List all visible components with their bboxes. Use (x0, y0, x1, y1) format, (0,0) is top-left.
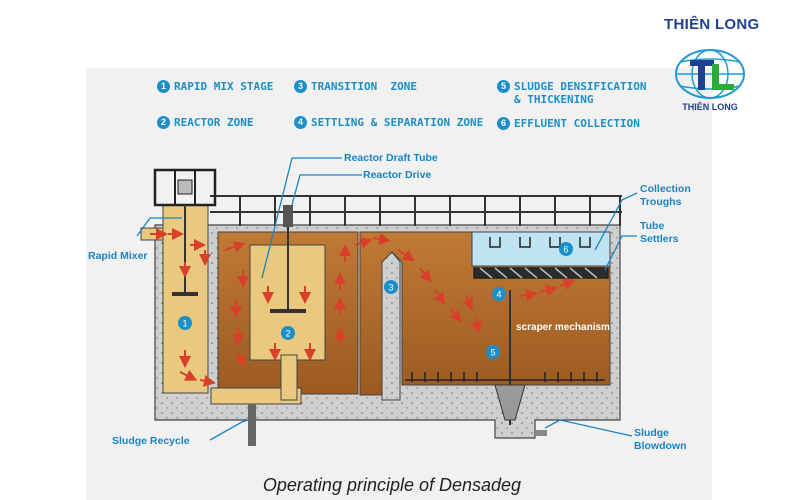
caption-text: Operating principle of Densadeg (262, 475, 522, 495)
callout-reactor-drive: Reactor Drive (363, 169, 432, 181)
sludge-recycle-pipe (248, 404, 256, 446)
legend: 1 RAPID MIX STAGE 2 REACTOR ZONE 3 TRANSITI… (0, 0, 800, 140)
zone-marker-label: 4 (496, 290, 501, 300)
figure-caption: Operating principle of Densadeg (0, 475, 800, 496)
legend-label: REACTOR ZONE (174, 116, 254, 129)
scraper-rake (405, 372, 605, 382)
handrail (210, 195, 622, 226)
legend-label: EFFLUENT COLLECTION (514, 117, 640, 130)
scraper-mechanism-label: scraper mechanism (516, 322, 610, 333)
legend-number: 5 (497, 80, 510, 93)
zone-marker-6 (559, 242, 573, 256)
legend-label: SETTLING & SEPARATION ZONE (311, 116, 484, 129)
zone-marker-4 (492, 287, 506, 301)
zone-marker-label: 3 (388, 283, 393, 293)
callout-rapid-mixer: Rapid Mixer (88, 250, 148, 262)
tube-settler-array (473, 267, 609, 279)
callout-leaders (136, 157, 638, 441)
clear-water-zone (471, 231, 611, 267)
zone-marker-2 (281, 326, 295, 340)
sludge-blowdown-pipe (535, 430, 547, 436)
callout-sludge-blowdown: Sludge Blowdown (634, 427, 687, 452)
legend-number: 4 (294, 116, 307, 129)
legend-item-effluent-collection: 6 EFFLUENT COLLECTION (497, 117, 640, 130)
legend-label: TRANSITION ZONE (311, 80, 417, 93)
collection-troughs (489, 237, 591, 248)
legend-number: 2 (157, 116, 170, 129)
callout-tube-settlers: Tube Settlers (640, 220, 679, 245)
callout-sludge-recycle: Sludge Recycle (112, 435, 190, 447)
legend-number: 3 (294, 80, 307, 93)
legend-item-sludge-densification: 5 SLUDGE DENSIFICATION & THICKENING (497, 80, 646, 106)
brand-name: THIÊN LONG (664, 16, 760, 33)
flow-arrows (150, 228, 576, 387)
callout-reactor-draft-tube: Reactor Draft Tube (344, 152, 438, 164)
legend-item-reactor-zone: 2 REACTOR ZONE (157, 116, 253, 129)
zone-markers: 1 2 3 4 5 6 (178, 242, 573, 359)
legend-item-settling-zone: 4 SETTLING & SEPARATION ZONE (294, 116, 483, 129)
zone-marker-3 (384, 280, 398, 294)
brand-logo: THIÊN LONG (675, 49, 745, 112)
legend-number: 1 (157, 80, 170, 93)
zone-marker-label: 5 (490, 348, 495, 358)
zone-marker-label: 1 (182, 319, 187, 329)
callout-collection-troughs: Collection Troughs (640, 183, 691, 208)
logo-caption: THIÊN LONG (682, 101, 738, 112)
legend-label: RAPID MIX STAGE (174, 80, 274, 93)
zone-marker-label: 2 (285, 329, 290, 339)
legend-label: SLUDGE DENSIFICATION & THICKENING (514, 80, 647, 106)
zone-marker-1 (178, 316, 192, 330)
legend-item-rapid-mix: 1 RAPID MIX STAGE (157, 80, 273, 93)
legend-item-transition-zone: 3 TRANSITION ZONE (294, 80, 417, 93)
legend-number: 6 (497, 117, 510, 130)
transition-baffle (381, 251, 401, 401)
zone-marker-5 (486, 345, 500, 359)
zone-marker-label: 6 (563, 245, 568, 255)
